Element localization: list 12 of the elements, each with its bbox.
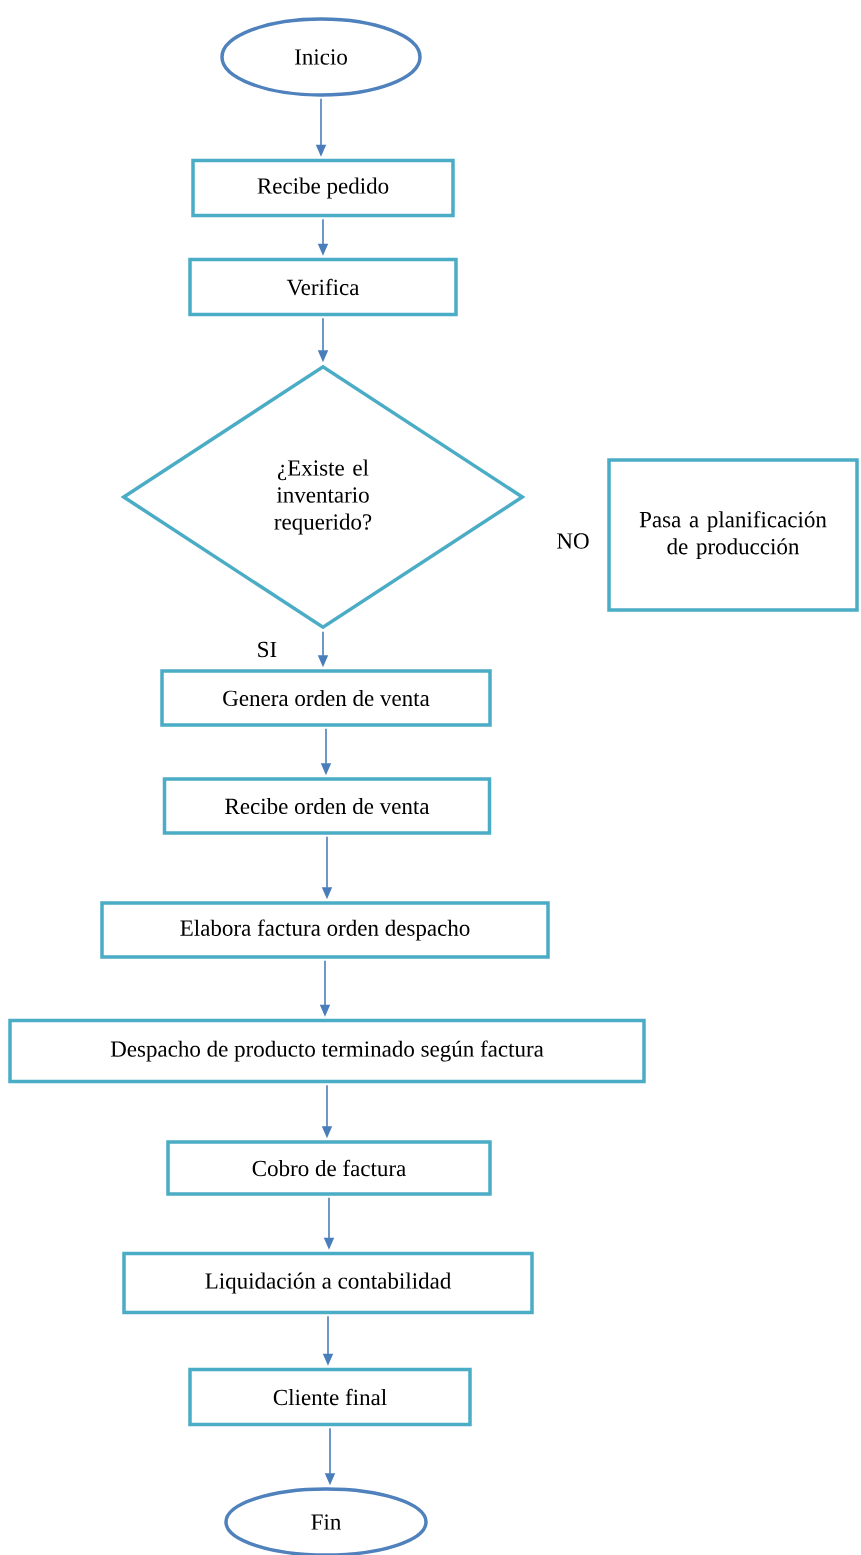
branch-label: NO — [557, 533, 589, 549]
process-box: Cliente final — [188, 1367, 472, 1427]
process-box: Verifica — [188, 257, 458, 317]
process-box: Cobro de factura — [166, 1140, 492, 1196]
edge-label: SI — [258, 641, 277, 658]
process-box: Recibe pedido — [191, 158, 455, 218]
process-box: Genera orden de venta — [160, 669, 492, 727]
process-box: Pasa a planificación de producción — [607, 458, 859, 612]
process-box: Elabora factura orden despacho — [100, 901, 550, 959]
process-box: Liquidación a contabilidad — [122, 1251, 534, 1315]
process-box: Despacho de producto terminado según factura — [8, 1018, 646, 1084]
process-box: Recibe orden de venta — [162, 777, 492, 835]
